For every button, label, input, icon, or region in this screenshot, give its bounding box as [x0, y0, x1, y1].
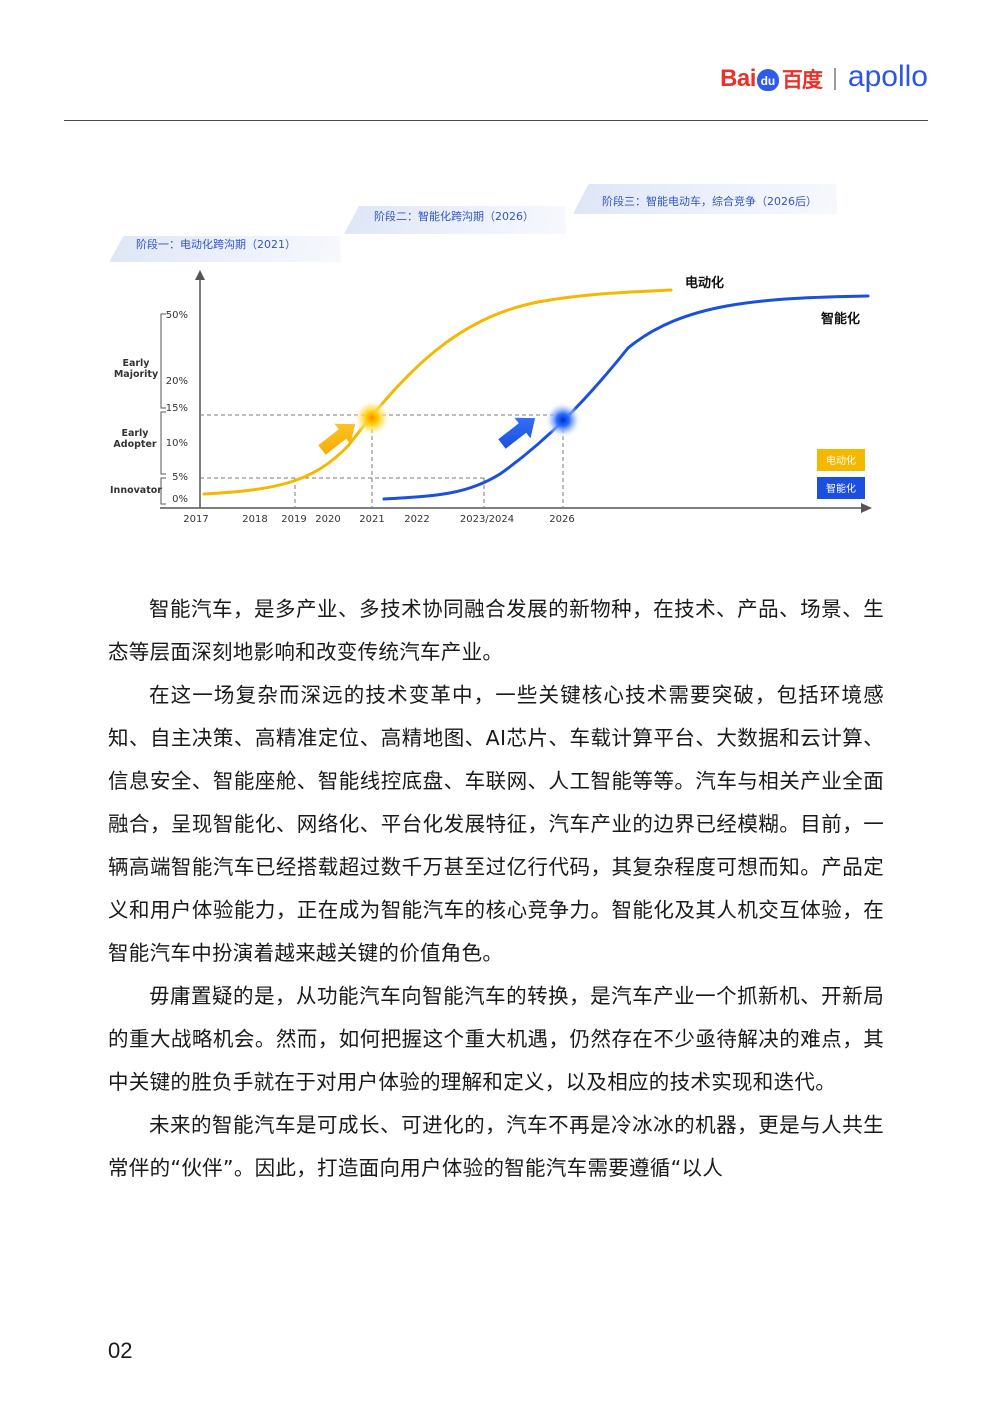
x-tick-2017: 2017	[183, 514, 208, 525]
stage-banner-1-bg	[109, 236, 342, 262]
group-innovator: Innovator	[110, 485, 162, 496]
legend: 电动化 智能化	[817, 449, 865, 499]
bracket-early-majority	[160, 313, 166, 409]
adoption-chart: 阶段一：电动化跨沟期（2021） 阶段二：智能化跨沟期（2026） 阶段三：智能…	[108, 178, 874, 538]
baidu-logo-cn: 百度	[781, 68, 823, 92]
legend-label-electrification: 电动化	[826, 454, 856, 467]
group-early-adopter-2: Adopter	[113, 439, 156, 450]
y-axis-arrow	[195, 270, 205, 280]
y-tick-50: 50%	[166, 310, 188, 321]
group-early-majority-2: Majority	[114, 369, 159, 380]
adoption-chart-svg: 阶段一：电动化跨沟期（2021） 阶段二：智能化跨沟期（2026） 阶段三：智能…	[109, 184, 872, 525]
series-intelligence	[382, 294, 870, 501]
x-tick-2023-2024: 2023/2024	[460, 514, 514, 525]
x-tick-2021: 2021	[359, 514, 384, 525]
stage-label-2: 阶段二：智能化跨沟期（2026）	[374, 209, 534, 223]
bracket-early-adopter	[160, 411, 166, 475]
stage-label-1: 阶段一：电动化跨沟期（2021）	[136, 237, 296, 251]
bracket-innovator	[160, 477, 166, 505]
arrow-electrification	[318, 423, 356, 455]
logo-divider	[833, 68, 836, 90]
paragraph-4: 未来的智能汽车是可成长、可进化的，汽车不再是冷冰冰的机器，更是与人共生常伴的“伙…	[108, 1113, 884, 1180]
paragraph-2: 在这一场复杂而深远的技术变革中，一些关键核心技术需要突破，包括环境感知、自主决策…	[108, 683, 884, 965]
legend-swatch-intelligence	[817, 477, 865, 499]
paragraph-1: 智能汽车，是多产业、多技术协同融合发展的新物种，在技术、产品、场景、生态等层面深…	[108, 597, 884, 664]
y-tick-0: 0%	[172, 494, 188, 505]
x-tick-2022: 2022	[404, 514, 429, 525]
series-label-intelligence: 智能化	[821, 311, 860, 327]
group-early-adopter-1: Early	[121, 428, 149, 439]
x-tick-2019: 2019	[281, 514, 306, 525]
stage-label-3: 阶段三：智能电动车，综合竞争（2026后）	[602, 194, 817, 208]
x-tick-2018: 2018	[242, 514, 267, 525]
legend-label-intelligence: 智能化	[826, 482, 856, 495]
crossing-point-electrification	[354, 400, 390, 436]
x-tick-2020: 2020	[315, 514, 340, 525]
series-electrification	[202, 288, 673, 496]
stage-banner-3-bg	[573, 184, 838, 214]
header-rule	[64, 120, 928, 121]
legend-swatch-electrification	[817, 449, 865, 471]
y-tick-10: 10%	[166, 438, 188, 449]
baidu-logo-text: Bai	[720, 65, 756, 92]
baidu-paw-icon: du	[756, 69, 779, 91]
x-tick-2026: 2026	[549, 514, 574, 525]
group-early-majority-1: Early	[122, 358, 150, 369]
page-number: 02	[108, 1338, 133, 1363]
crossing-point-intelligence	[545, 402, 581, 438]
body-text: 智能汽车，是多产业、多技术协同融合发展的新物种，在技术、产品、场景、生态等层面深…	[108, 588, 884, 1190]
paragraph-3: 毋庸置疑的是，从功能汽车向智能汽车的转换，是汽车产业一个抓新机、开新局的重大战略…	[108, 984, 884, 1094]
header-logo: Bai du 百度 apollo	[720, 60, 928, 96]
arrow-intelligence	[498, 417, 536, 449]
y-tick-20: 20%	[166, 376, 188, 387]
stage-banner-2-bg	[344, 206, 567, 234]
series-label-electrification: 电动化	[685, 275, 724, 291]
x-axis-arrow	[861, 503, 872, 513]
y-tick-5: 5%	[172, 472, 188, 483]
apollo-logo: apollo	[847, 60, 928, 93]
y-tick-15: 15%	[166, 403, 188, 414]
stage-banners: 阶段一：电动化跨沟期（2021） 阶段二：智能化跨沟期（2026） 阶段三：智能…	[109, 184, 838, 262]
